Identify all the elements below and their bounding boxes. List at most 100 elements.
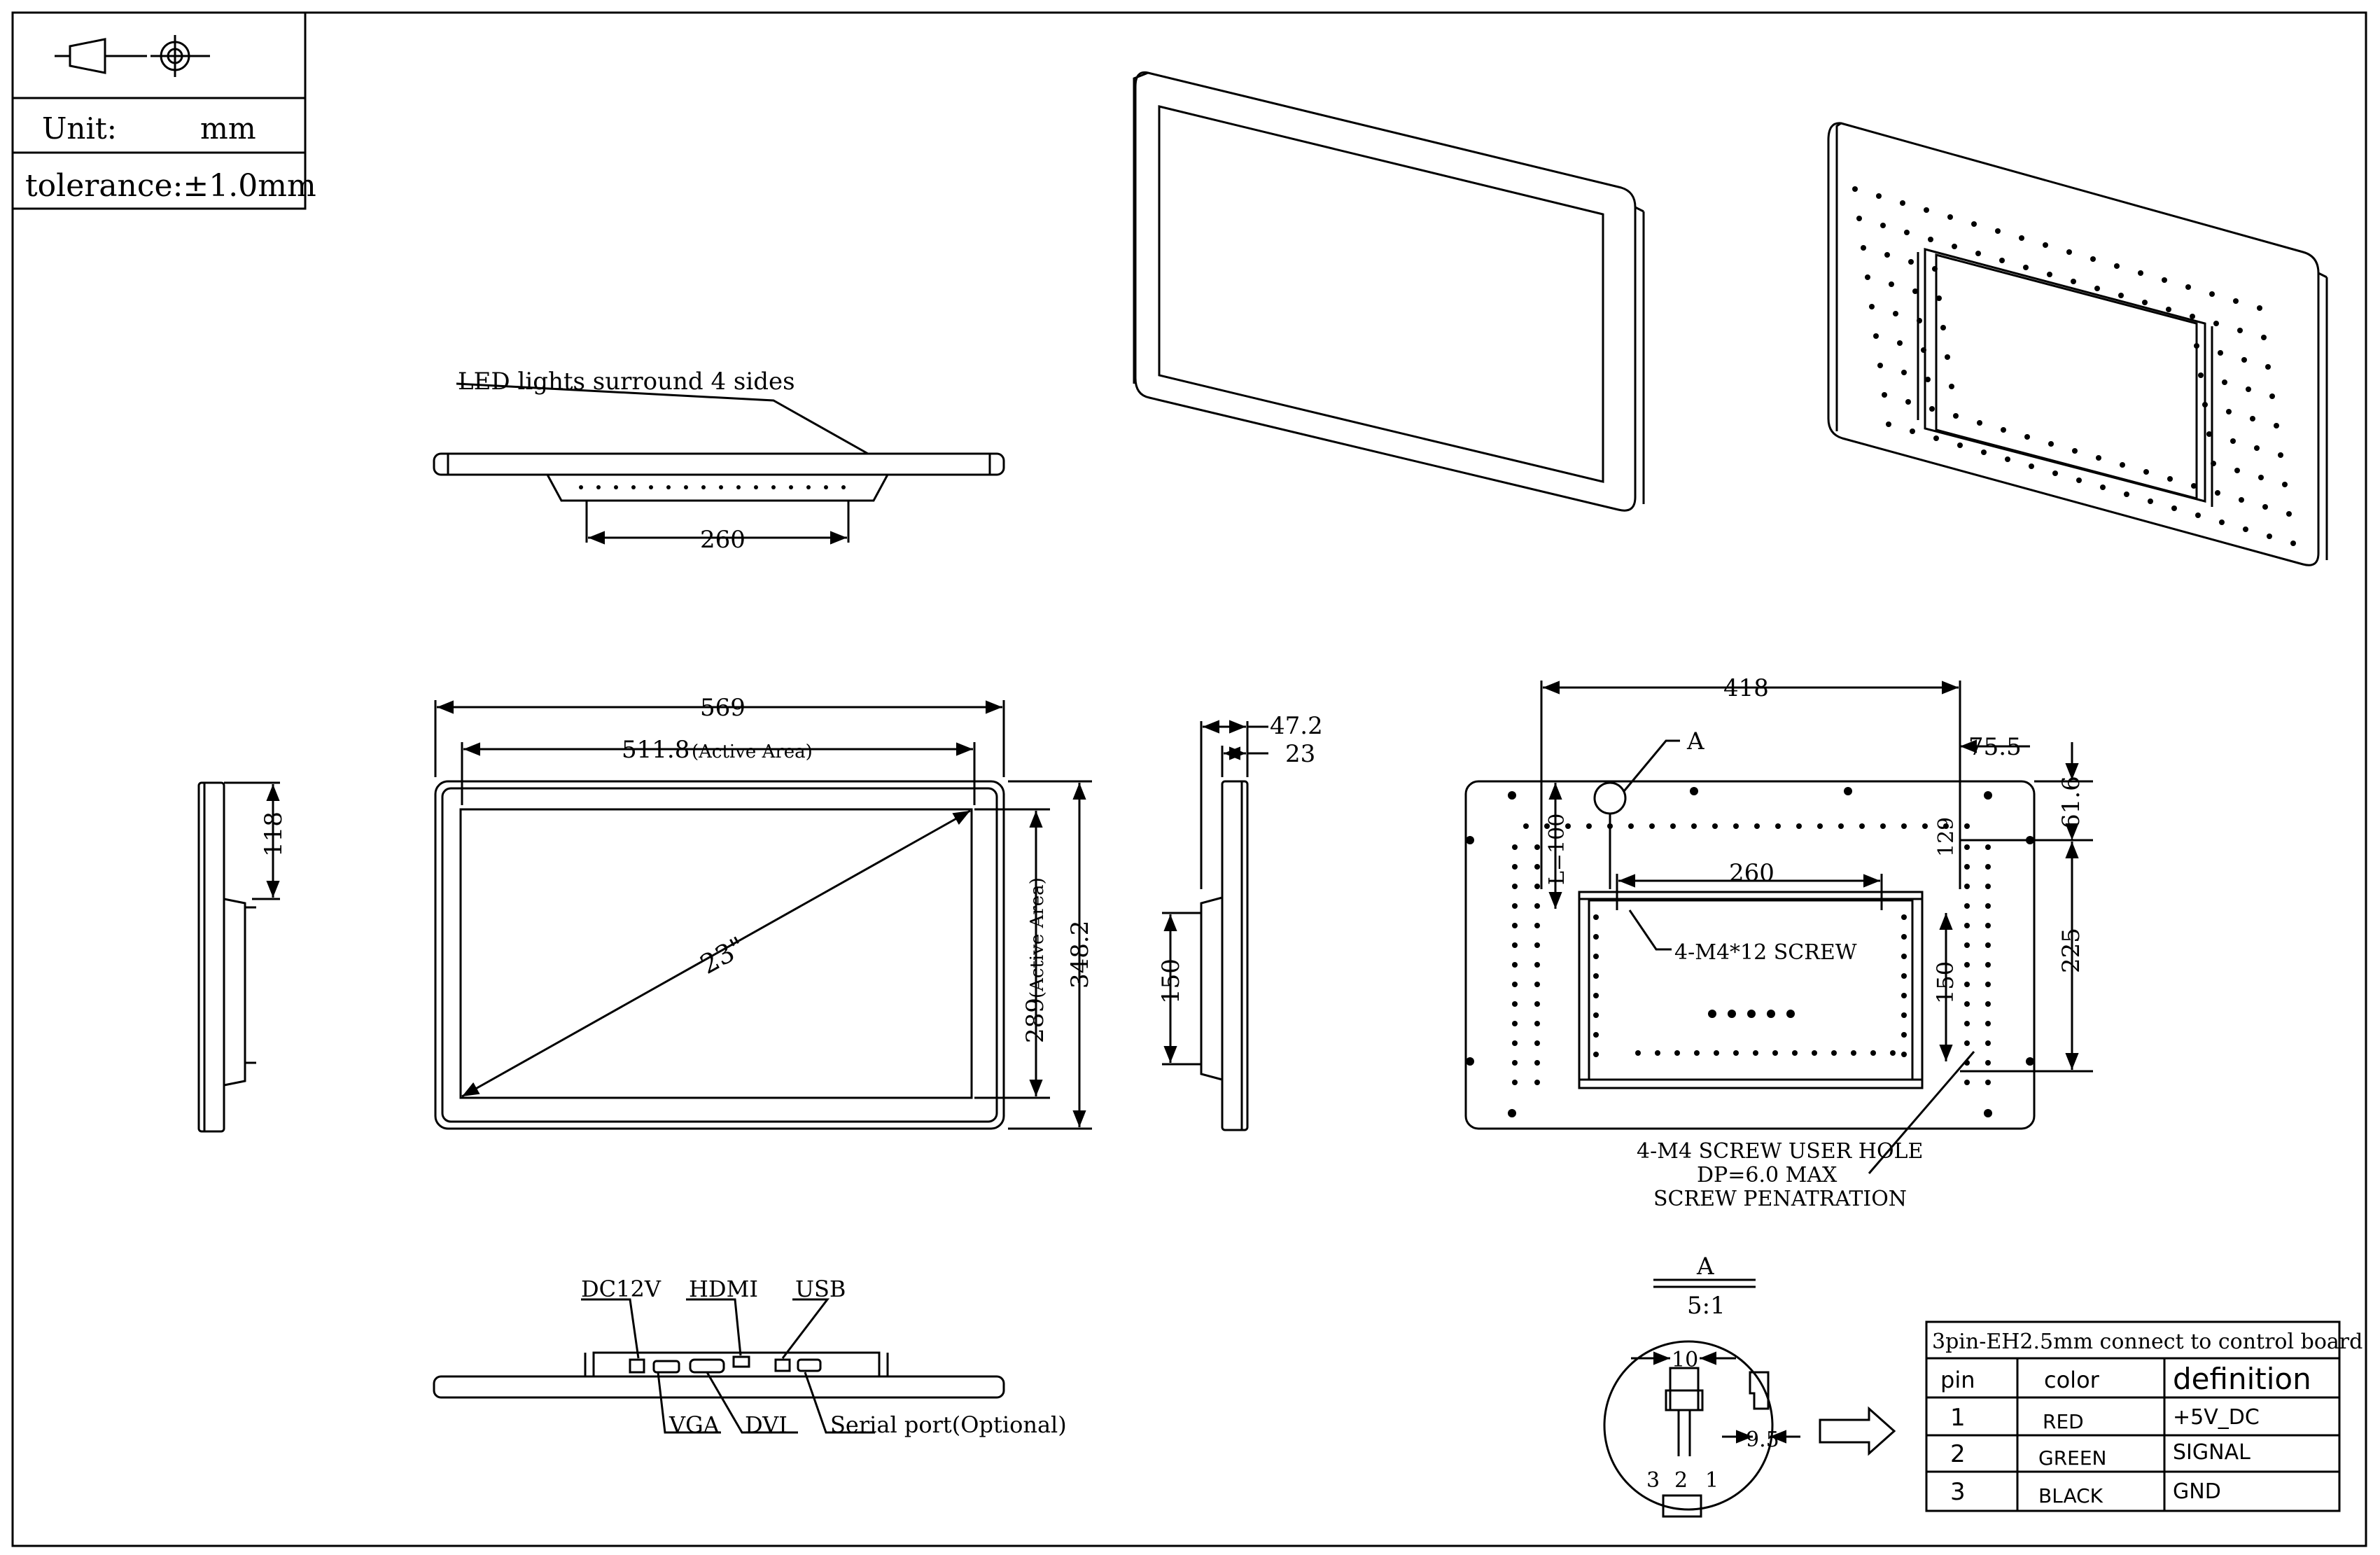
mount-hole [1512, 1021, 1518, 1026]
mount-hole [1534, 942, 1540, 948]
mount-hole [2124, 491, 2129, 497]
port-hdmi: HDMI [689, 1276, 758, 1302]
corner-hole [1466, 1057, 1474, 1066]
mount-hole [1655, 1050, 1660, 1056]
corner-hole [1984, 791, 1992, 800]
mount-hole [1964, 1060, 1970, 1066]
mount-hole [1512, 903, 1518, 909]
mount-hole [2138, 270, 2143, 276]
corner-hole [1844, 787, 1852, 795]
mount-hole [1753, 1050, 1758, 1056]
detail-scale: 5:1 [1687, 1292, 1726, 1320]
mount-hole [1971, 221, 1977, 227]
mount-hole [2090, 256, 2096, 262]
dim-rear-129: 129 [1934, 817, 1959, 857]
port-view [433, 1298, 1005, 1434]
port-hole [1767, 1010, 1775, 1018]
led-dot [841, 485, 846, 489]
mount-hole [1859, 823, 1865, 829]
screw-hole-line1: 4-M4 SCREW USER HOLE [1637, 1139, 1923, 1164]
rear-view [1464, 681, 2093, 1174]
front-iso-view [1133, 71, 1645, 512]
mount-hole [1953, 413, 1959, 419]
mount-hole [2198, 372, 2204, 378]
mount-hole [1985, 844, 1991, 850]
mount-hole [1901, 823, 1907, 829]
mount-hole [1933, 435, 1939, 441]
mount-hole [1952, 244, 1957, 249]
led-dot [614, 485, 618, 489]
led-dot [754, 485, 758, 489]
pin-row2-pin: 2 [1950, 1440, 1966, 1468]
mount-hole [2246, 386, 2251, 392]
mount-hole [1886, 421, 1891, 427]
mount-hole [1512, 923, 1518, 928]
mount-hole [1534, 884, 1540, 889]
mount-hole [1900, 200, 1905, 206]
mount-hole [1985, 884, 1991, 889]
mount-hole [1964, 942, 1970, 948]
mount-hole [2100, 484, 2106, 490]
mount-hole [1964, 884, 1970, 889]
mount-hole [1534, 1060, 1540, 1066]
mount-hole [1712, 823, 1718, 829]
mount-hole [1754, 823, 1760, 829]
right-side-view [1162, 720, 1268, 1131]
mount-hole [2029, 463, 2034, 469]
mount-hole [1812, 1050, 1817, 1056]
corner-hole [1690, 787, 1698, 795]
dim-depth-total: 47.2 [1270, 712, 1323, 740]
port-serial: Serial port(Optional) [830, 1411, 1067, 1438]
led-dot [631, 485, 636, 489]
mount-hole [1985, 1001, 1991, 1007]
mount-hole [1792, 1050, 1798, 1056]
mount-hole [1964, 1040, 1970, 1046]
mount-hole [2211, 461, 2216, 466]
mount-hole [1925, 377, 1931, 382]
mount-hole [1512, 884, 1518, 889]
dim-active-width: 511.8 [622, 736, 690, 764]
mount-hole [1928, 237, 1933, 242]
mount-hole [1964, 982, 1970, 987]
corner-hole [1984, 1109, 1992, 1117]
mount-hole [1880, 223, 1886, 228]
top-view [433, 382, 1005, 545]
mount-hole [2237, 328, 2243, 333]
mount-hole [1593, 993, 1599, 998]
mount-hole [1922, 823, 1928, 829]
mount-hole [1945, 354, 1950, 360]
mount-hole [1674, 1050, 1680, 1056]
mount-hole [2094, 286, 2100, 291]
mount-hole [1929, 406, 1935, 412]
mount-hole [1869, 304, 1875, 309]
mount-hole [2194, 343, 2199, 349]
mount-hole [2043, 242, 2048, 248]
mount-hole [1985, 923, 1991, 928]
dim-width: 569 [700, 694, 746, 722]
mount-hole [1901, 973, 1907, 979]
dim-active-height: 289 [1021, 998, 1049, 1043]
pin-header-color: color [2044, 1367, 2100, 1393]
mount-hole [1775, 823, 1781, 829]
port-usb: USB [795, 1276, 846, 1302]
mount-hole [1534, 903, 1540, 909]
mount-hole [1512, 1040, 1518, 1046]
mount-hole [1565, 823, 1571, 829]
led-dot [579, 485, 583, 489]
left-side-view [197, 781, 280, 1133]
mount-hole [1901, 370, 1907, 375]
mount-hole [2239, 497, 2244, 503]
mount-hole [1901, 934, 1907, 940]
mount-hole [1985, 982, 1991, 987]
mount-hole [1796, 823, 1802, 829]
mount-hole [2267, 534, 2272, 539]
m4-screw-callout: 4-M4*12 SCREW [1674, 940, 1857, 965]
mount-hole [1924, 207, 1929, 213]
mount-hole [1921, 347, 1926, 353]
pin-row3-color: BLACK [2038, 1484, 2104, 1507]
mount-hole [1593, 914, 1599, 920]
mount-hole [1943, 823, 1949, 829]
mount-hole [1964, 1080, 1970, 1085]
mount-hole [1691, 823, 1697, 829]
